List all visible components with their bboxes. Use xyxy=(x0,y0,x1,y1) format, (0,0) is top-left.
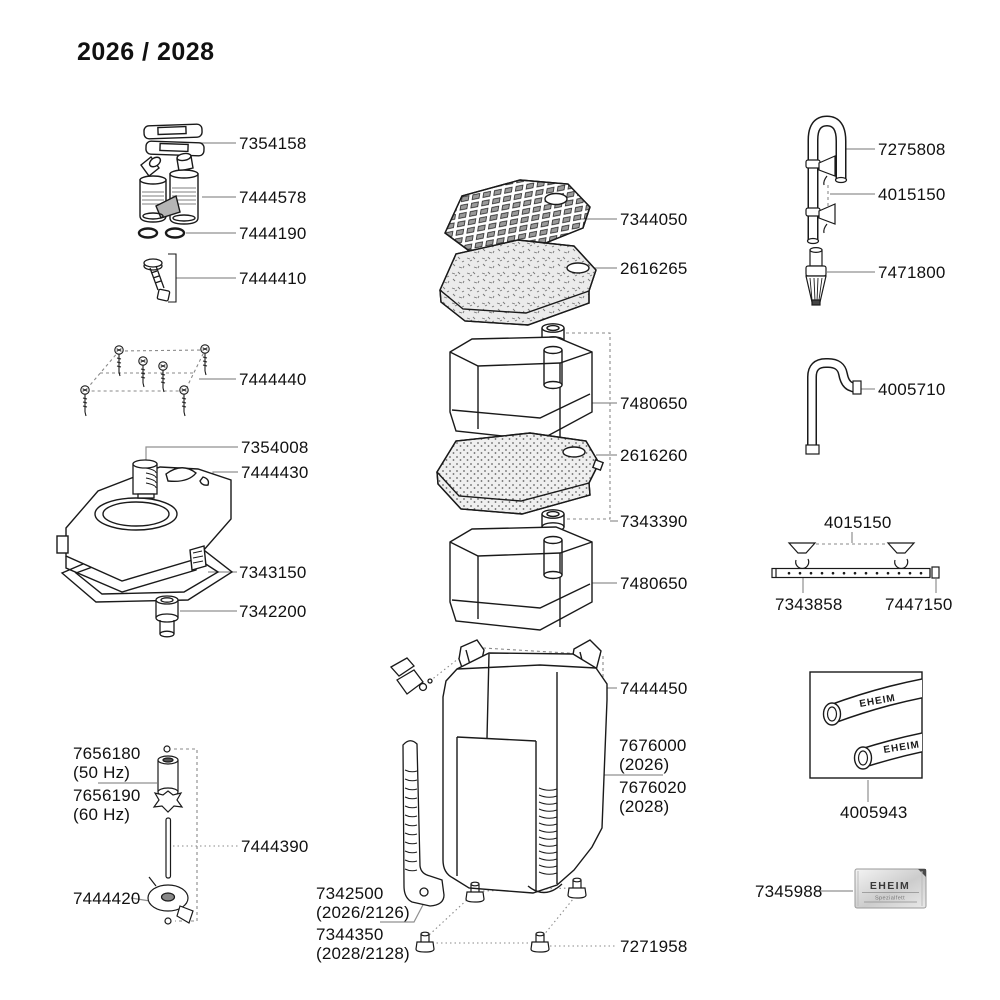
closing-clip-drawing xyxy=(389,657,433,695)
pump-cover-drawing xyxy=(147,876,194,925)
part-label-closing-clips: 7444450 xyxy=(620,679,688,698)
intake-pipe-drawing xyxy=(805,115,848,245)
hose-box-drawing: EHEIM EHEIM xyxy=(809,671,923,779)
screw-set-drawing xyxy=(143,253,177,303)
part-label-aeration-plug: 7354008 xyxy=(241,438,309,457)
canister-drawing xyxy=(442,639,608,894)
part-label-impeller-60hz: 7656190(60 Hz) xyxy=(73,786,141,824)
packet-sub-text: Spezialfett xyxy=(875,896,905,902)
filter-basket-lower-drawing xyxy=(449,526,593,631)
part-label-intake-pipe: 7275808 xyxy=(878,140,946,159)
head-screws-drawing xyxy=(80,344,210,417)
part-label-screw-set: 7444410 xyxy=(239,269,307,288)
part-label-hose: 4005943 xyxy=(840,803,908,822)
part-label-lattice-screen: 7344050 xyxy=(620,210,688,229)
part-label-head-screws: 7444440 xyxy=(239,370,307,389)
impeller-shaft-drawing xyxy=(165,817,172,879)
part-label-pump-head: 7444430 xyxy=(241,463,309,482)
part-label-impeller-shaft: 7444390 xyxy=(241,837,309,856)
double-tap-connector-drawing xyxy=(139,152,199,225)
impeller-drawing xyxy=(152,745,184,813)
packet-brand-text: EHEIM xyxy=(870,880,910,892)
part-label-intake-tube-2028: 7344350(2028/2128) xyxy=(316,925,410,963)
spray-bar-drawing xyxy=(771,567,931,579)
end-plug-drawing xyxy=(929,566,940,579)
part-label-filter-basket-lower: 7480650 xyxy=(620,574,688,593)
part-label-coarse-filter-pad: 2616260 xyxy=(620,446,688,465)
outlet-elbow-drawing xyxy=(805,358,862,455)
o-rings-drawing xyxy=(137,227,186,239)
part-label-intake-tube-2026: 7342500(2026/2126) xyxy=(316,884,410,922)
part-label-basket-tube: 7343390 xyxy=(620,512,688,531)
part-label-suction-cups-intake: 4015150 xyxy=(878,185,946,204)
part-label-sealing-ring: 7343150 xyxy=(239,563,307,582)
intake-tube-drawing xyxy=(402,740,445,907)
part-label-hose-clamp: 7354158 xyxy=(239,134,307,153)
part-label-fine-filter-pad: 2616265 xyxy=(620,259,688,278)
part-label-grease-sachet: 7345988 xyxy=(755,882,823,901)
grease-sachet-drawing: EHEIM Spezialfett xyxy=(854,868,927,909)
part-label-end-plug: 7447150 xyxy=(885,595,953,614)
part-label-impeller-50hz: 7656180(50 Hz) xyxy=(73,744,141,782)
page-title: 2026 / 2028 xyxy=(77,38,215,66)
hose-clamp-drawing xyxy=(143,123,205,157)
aeration-plug-drawing xyxy=(132,459,158,499)
pump-head-drawing xyxy=(56,466,232,593)
spraybar-suction-cups-drawing xyxy=(787,542,916,570)
part-label-intake-strainer: 7471800 xyxy=(878,263,946,282)
part-label-o-rings: 7444190 xyxy=(239,224,307,243)
filter-basket-upper-drawing xyxy=(449,336,593,441)
part-label-canister-2026: 7676000(2026) xyxy=(619,736,687,774)
coarse-filter-pad-drawing xyxy=(436,432,605,515)
part-label-outlet-stub: 7342200 xyxy=(239,602,307,621)
part-label-canister-2028: 7676020(2028) xyxy=(619,778,687,816)
part-label-outlet-elbow: 4005710 xyxy=(878,380,946,399)
part-label-tap-connector: 7444578 xyxy=(239,188,307,207)
part-label-spray-bar: 7343858 xyxy=(775,595,843,614)
part-label-pump-cover: 7444420 xyxy=(73,889,141,908)
outlet-stub-drawing xyxy=(155,595,179,638)
part-label-rubber-feet: 7271958 xyxy=(620,937,688,956)
part-label-suction-cups-spraybar: 4015150 xyxy=(824,513,892,532)
part-label-filter-basket-upper: 7480650 xyxy=(620,394,688,413)
intake-strainer-drawing xyxy=(805,247,827,306)
fine-filter-pad-drawing xyxy=(439,239,597,326)
